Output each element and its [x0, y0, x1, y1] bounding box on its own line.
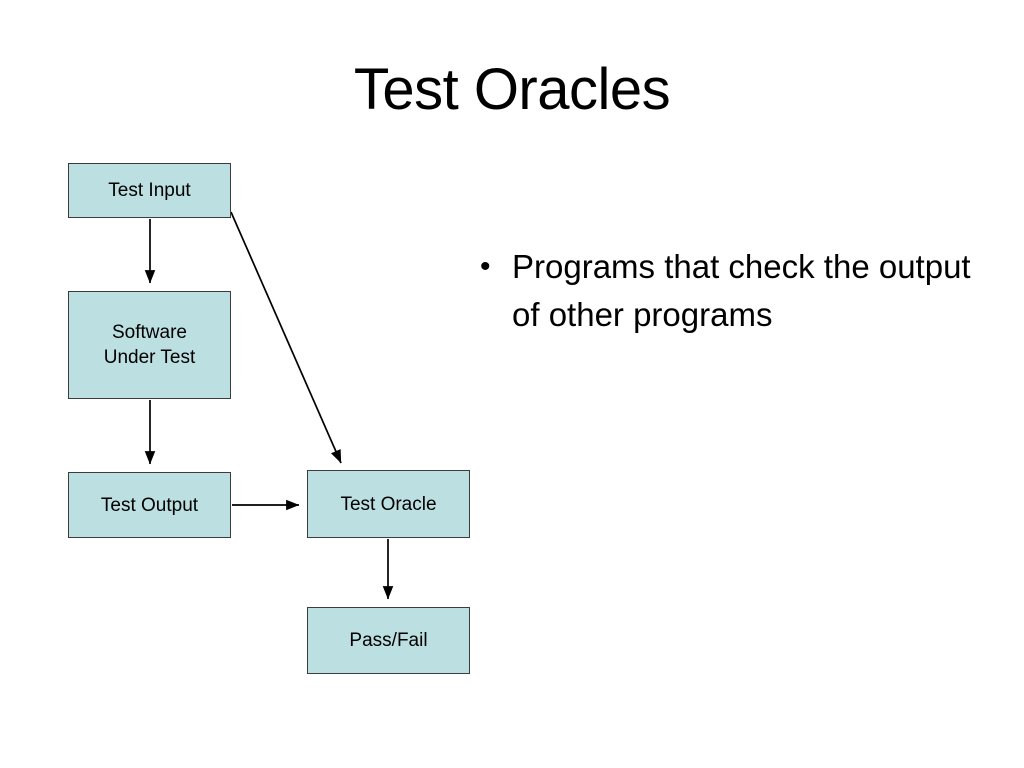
- edge-test-input-to-test-oracle: [230, 211, 342, 464]
- flowchart-node-label: Test Output: [100, 494, 199, 516]
- test-oracle-flowchart: Test Input Software Under Test Test Outp…: [68, 163, 470, 674]
- flowchart-node-label: Software Under Test: [103, 322, 196, 368]
- flowchart-node-test-input[interactable]: Test Input: [68, 163, 231, 218]
- flowchart-node-label: Test Input: [108, 180, 191, 201]
- bullet-icon: •: [480, 250, 491, 283]
- flowchart-node-label: Test Oracle: [340, 493, 437, 515]
- list-item: • Programs that check the output of othe…: [480, 243, 980, 339]
- flowchart-node-pass-fail[interactable]: Pass/Fail: [307, 607, 470, 674]
- flowchart-node-test-oracle[interactable]: Test Oracle: [307, 470, 470, 538]
- flowchart-node-label: Pass/Fail: [349, 630, 428, 651]
- flowchart-node-test-output[interactable]: Test Output: [68, 472, 231, 538]
- flowchart-node-software-under-test[interactable]: Software Under Test: [68, 291, 231, 399]
- flowchart-connectors: [144, 211, 394, 600]
- page-title: Test Oracles: [353, 57, 671, 122]
- slide-body-bullets: • Programs that check the output of othe…: [480, 243, 980, 339]
- bullet-text: Programs that check the output of other …: [512, 248, 971, 333]
